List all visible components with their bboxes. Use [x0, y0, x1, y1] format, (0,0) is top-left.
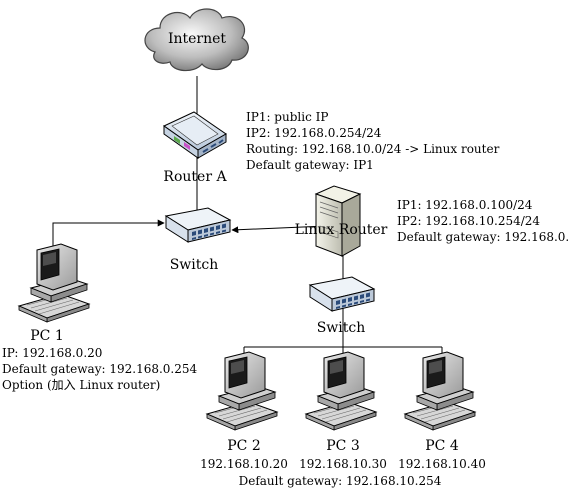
- sub-switch-label: Switch: [317, 320, 366, 336]
- sub-switch-icon: [309, 276, 375, 312]
- pc1-info-line: Option (加入 Linux router): [2, 378, 160, 392]
- router-a-info: IP1: public IP IP2: 192.168.0.254/24 Rou…: [246, 110, 500, 172]
- linux-router-info-line: IP1: 192.168.0.100/24: [397, 198, 533, 212]
- pc3-computer-icon: [305, 351, 377, 431]
- pc1-info-line: Default gateway: 192.168.0.254: [2, 362, 198, 376]
- pc3-label: PC 3: [326, 438, 360, 454]
- pc2-label: PC 2: [227, 438, 261, 454]
- pc4-ip: 192.168.10.40: [398, 457, 486, 471]
- linux-router-info: IP1: 192.168.0.100/24 IP2: 192.168.10.25…: [397, 198, 568, 244]
- internet-label: Internet: [168, 31, 226, 47]
- pc3-ip: 192.168.10.30: [299, 457, 387, 471]
- router-a-info-line: IP2: 192.168.0.254/24: [246, 126, 382, 140]
- pc1-info: IP: 192.168.0.20 Default gateway: 192.16…: [2, 346, 198, 392]
- router-a-icon: [163, 111, 227, 159]
- pc1-computer-icon: [18, 243, 90, 323]
- pc4-label: PC 4: [425, 438, 459, 454]
- linux-router-label: Linux Router: [295, 222, 388, 238]
- main-switch-icon: [165, 207, 231, 243]
- pc1-info-line: IP: 192.168.0.20: [2, 346, 102, 360]
- pc2-computer-icon: [206, 351, 278, 431]
- router-a-info-line: IP1: public IP: [246, 110, 328, 124]
- internet-cloud-icon: Internet: [144, 8, 249, 72]
- pc4-computer-icon: [404, 351, 476, 431]
- linux-router-icon: [314, 185, 362, 257]
- router-a-info-line: Routing: 192.168.10.0/24 -> Linux router: [246, 142, 500, 156]
- linux-router-info-line: Default gateway: 192.168.0.254: [397, 230, 568, 244]
- main-switch-label: Switch: [170, 257, 219, 273]
- router-a-info-line: Default gateway: IP1: [246, 158, 374, 172]
- router-a-label: Router A: [163, 169, 227, 185]
- pc1-label: PC 1: [30, 328, 64, 344]
- linux-router-info-line: IP2: 192.168.10.254/24: [397, 214, 540, 228]
- pc2-ip: 192.168.10.20: [200, 457, 288, 471]
- link-switch-linuxrouter: [231, 225, 327, 234]
- lan-gateway-label: Default gateway: 192.168.10.254: [239, 474, 442, 488]
